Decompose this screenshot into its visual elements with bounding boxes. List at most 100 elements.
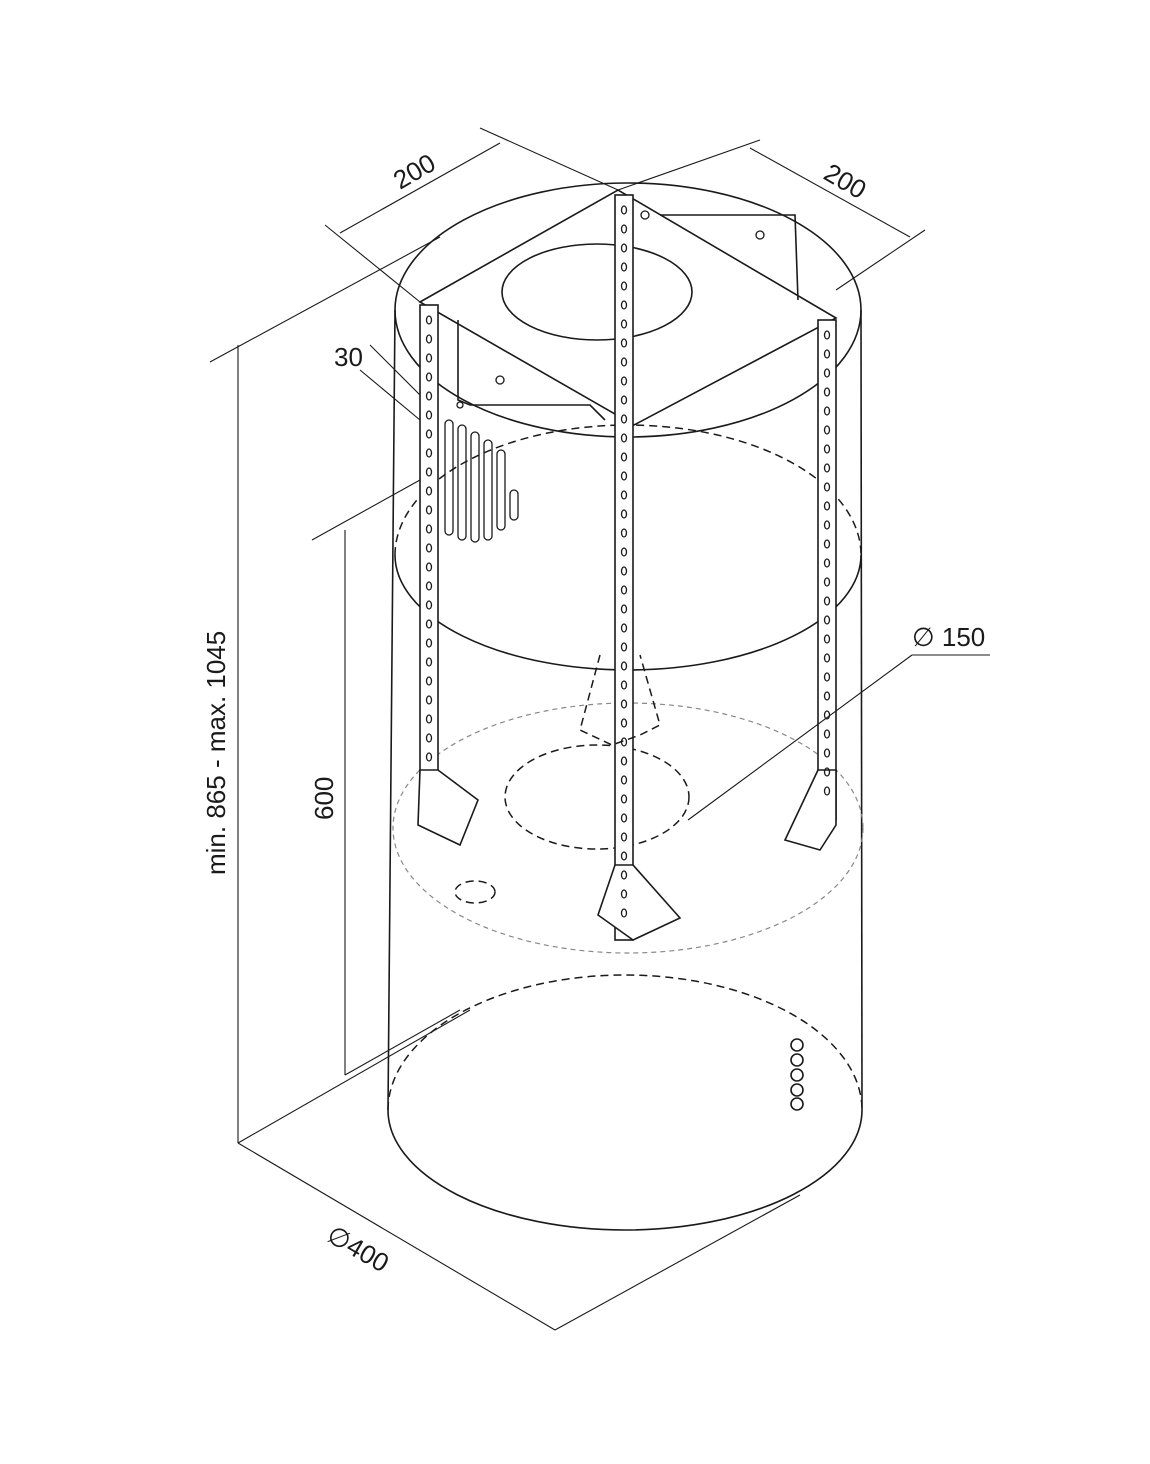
leg-hole	[620, 205, 628, 215]
dim-line-30	[369, 344, 421, 396]
ext-line-600-bottom	[344, 1009, 461, 1076]
control-buttons	[790, 1038, 804, 1111]
leg-hole	[823, 501, 831, 511]
leg-hole	[620, 623, 628, 633]
leg-hole	[620, 509, 628, 519]
vent-slot	[509, 489, 519, 521]
leg-hole	[620, 338, 628, 348]
foot-right	[783, 769, 837, 851]
leg-hole	[620, 433, 628, 443]
leg-hole	[620, 566, 628, 576]
control-button	[790, 1053, 804, 1067]
label-width-left: 200	[388, 148, 441, 196]
leg-hole	[620, 775, 628, 785]
dim-line-width-right	[749, 147, 911, 238]
duct-hidden-circle	[504, 744, 690, 850]
leg-hole	[425, 619, 433, 629]
frame-hole	[640, 210, 650, 220]
leg-hole	[823, 577, 831, 587]
frame-inner-edge	[457, 320, 606, 421]
leg-holes	[425, 205, 831, 918]
leg-hole	[823, 520, 831, 530]
label-body-diameter: ∅400	[322, 1219, 394, 1278]
leg-hole	[823, 786, 831, 796]
leg-hole	[620, 889, 628, 899]
label-offset: 30	[334, 342, 363, 372]
vent-slots	[444, 419, 519, 543]
leader-duct	[687, 654, 913, 821]
duct-opening	[501, 243, 693, 341]
leg-left	[419, 304, 439, 781]
leg-hole	[823, 691, 831, 701]
vent-slot	[496, 449, 506, 531]
cylinder-right-edge	[860, 309, 863, 1111]
leg-hole	[620, 756, 628, 766]
vent-slot	[470, 431, 480, 543]
leg-hole	[823, 463, 831, 473]
leg-hole	[620, 870, 628, 880]
leg-hole	[823, 653, 831, 663]
ext-line-top	[209, 236, 441, 363]
ext-line-bottom-right	[554, 1194, 801, 1331]
leg-hole	[620, 224, 628, 234]
leg-hole	[823, 330, 831, 340]
leg-hole	[620, 243, 628, 253]
leg-hole	[823, 710, 831, 720]
leg-hole	[823, 729, 831, 739]
leg-hole	[425, 315, 433, 325]
dim-line-30	[359, 369, 421, 421]
label-width-right: 200	[819, 157, 872, 205]
leg-hole	[425, 695, 433, 705]
foot-left	[417, 769, 479, 847]
leg-hole	[620, 718, 628, 728]
leg-hole	[425, 524, 433, 534]
hidden-oval-hole	[454, 880, 496, 904]
leg-hole	[823, 482, 831, 492]
bottom-hidden-edge	[387, 974, 863, 1111]
mounting-frame	[418, 189, 838, 426]
ext-line	[324, 224, 421, 303]
leg-hole	[425, 562, 433, 572]
leg-hole	[425, 429, 433, 439]
vent-slot	[483, 439, 493, 541]
leg-hole	[620, 395, 628, 405]
leg-hole	[425, 676, 433, 686]
control-button	[790, 1068, 804, 1082]
leg-right	[817, 319, 837, 821]
frame-hole	[456, 401, 464, 409]
leg-hole	[823, 748, 831, 758]
leg-hole	[620, 262, 628, 272]
label-height-range: min. 865 - max. 1045	[201, 631, 231, 875]
leg-hole	[620, 661, 628, 671]
leg-hole	[620, 471, 628, 481]
leg-hole	[823, 539, 831, 549]
frame-inner-edge-right	[660, 214, 799, 301]
ext-line	[617, 139, 761, 191]
leg-hole	[620, 414, 628, 424]
frame-legs	[417, 194, 837, 941]
dim-line-width-left	[339, 142, 501, 234]
leg-hole	[823, 349, 831, 359]
leg-hole	[620, 300, 628, 310]
label-lower-height: 600	[309, 777, 339, 820]
bottom-front-edge	[387, 1109, 863, 1231]
leg-hole	[425, 486, 433, 496]
leg-hole	[425, 638, 433, 648]
leg-hole	[823, 387, 831, 397]
leg-hole	[425, 657, 433, 667]
leg-hole	[620, 680, 628, 690]
leg-hole	[620, 357, 628, 367]
leg-hole	[425, 600, 433, 610]
frame-hole	[755, 230, 765, 240]
leg-hole	[425, 543, 433, 553]
leg-hole	[425, 448, 433, 458]
leg-hole	[620, 642, 628, 652]
vent-slot	[444, 419, 454, 536]
leg-hole	[823, 596, 831, 606]
dim-line-diameter	[237, 1142, 556, 1331]
leg-hole	[425, 752, 433, 762]
leg-hole	[823, 634, 831, 644]
leg-hole	[620, 699, 628, 709]
leg-hole	[425, 733, 433, 743]
